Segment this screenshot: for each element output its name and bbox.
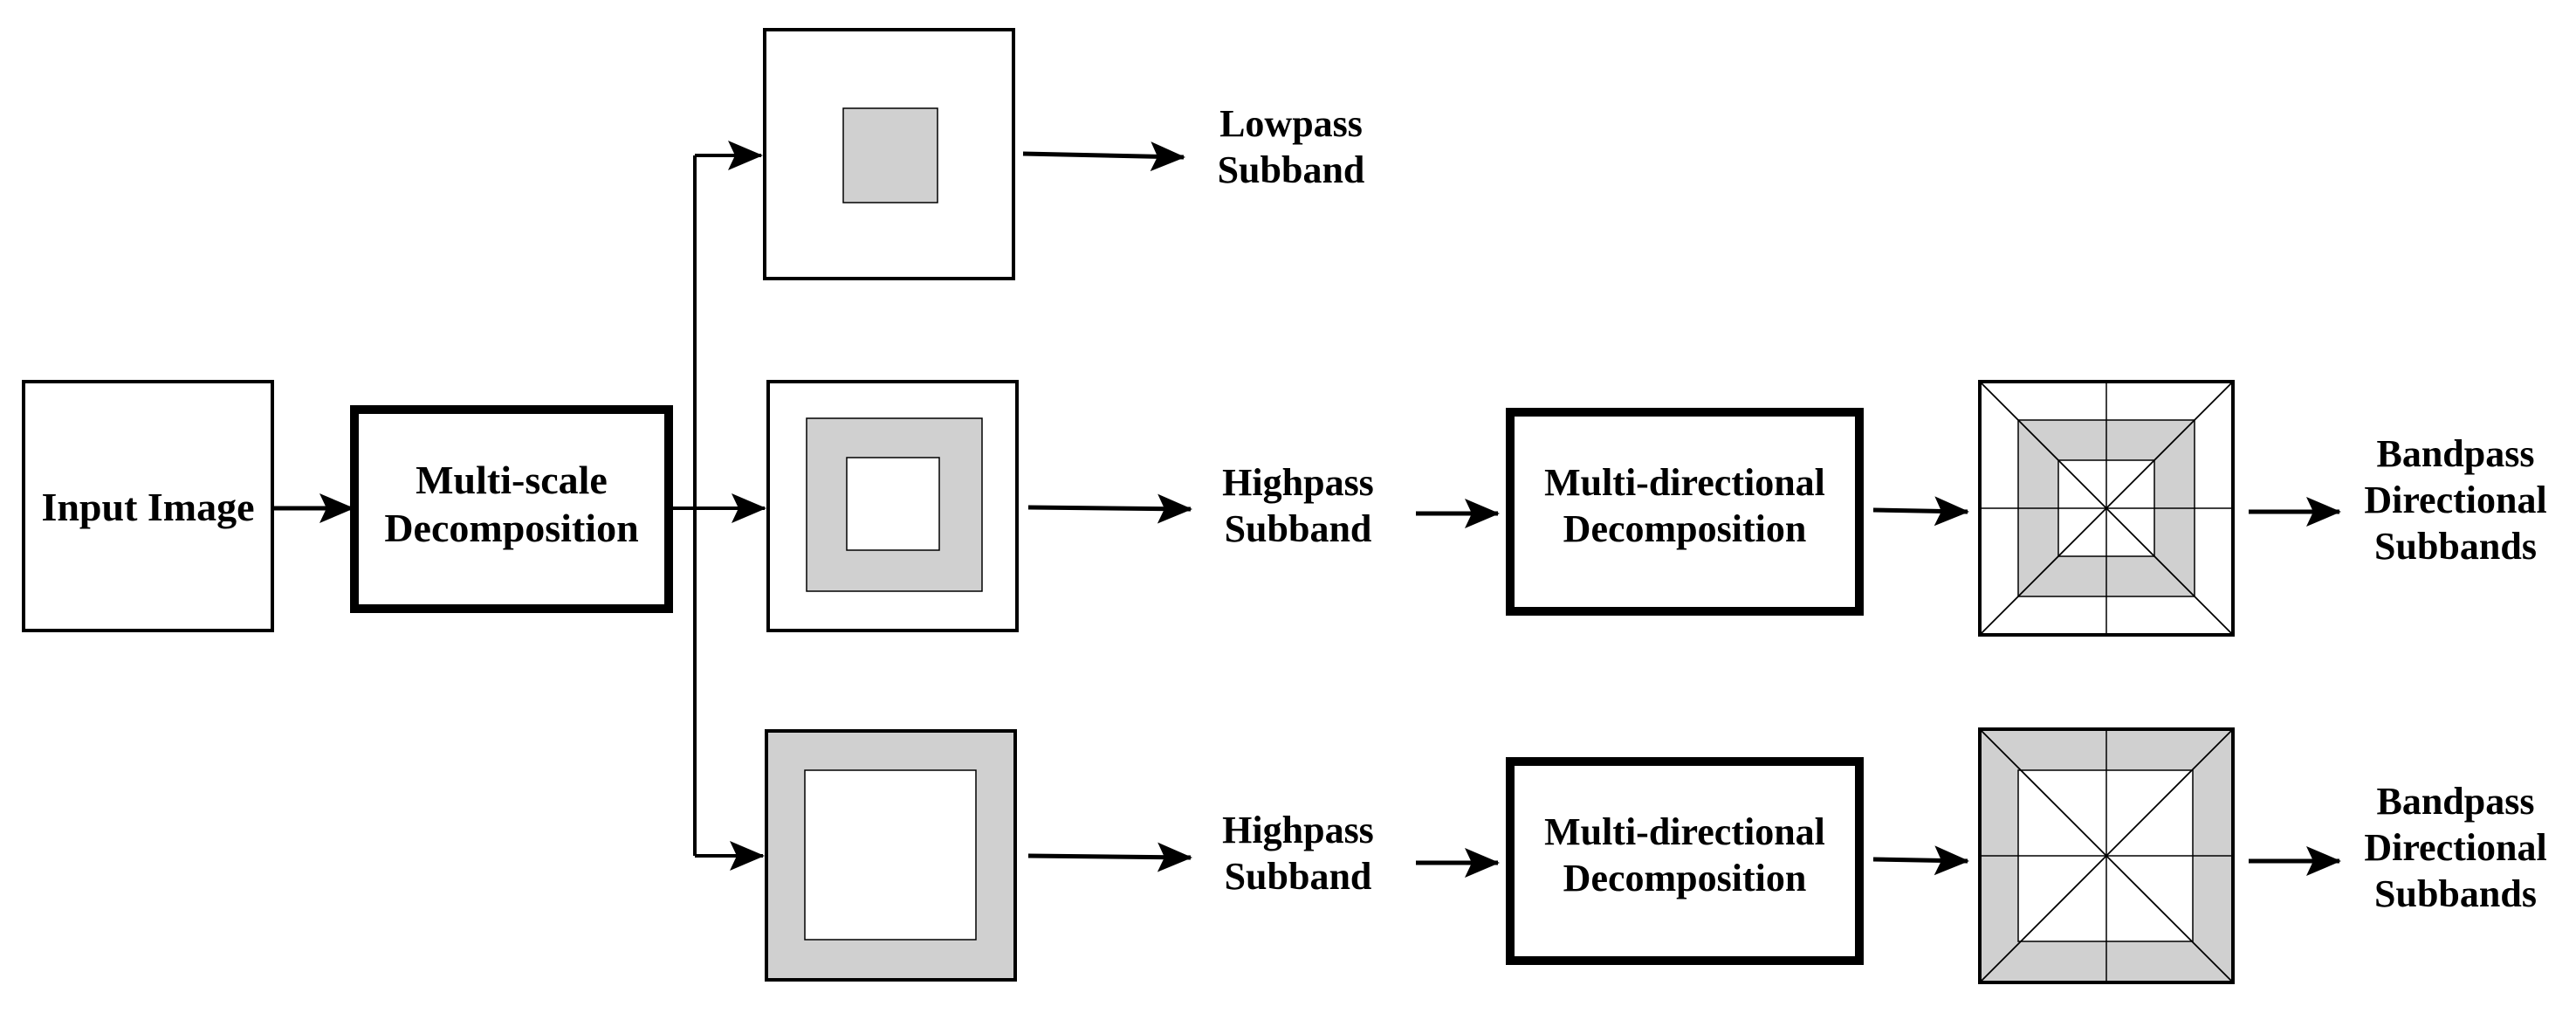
directional-box-2 <box>1978 727 2235 984</box>
multiscale-label: Multi-scale Decomposition <box>354 456 669 552</box>
multidir-label-1: Multi-directional Decomposition <box>1510 460 1859 553</box>
input-image-label: Input Image <box>24 483 272 531</box>
multidir-box-2 <box>1506 757 1864 965</box>
bandpass-label-2: Bandpass Directional Subbands <box>2346 779 2565 917</box>
multidir-1-line2: Decomposition <box>1563 507 1807 550</box>
arrow-multidir-1-to-directional <box>1872 496 1969 527</box>
bandpass-2-line3: Subbands <box>2374 872 2537 915</box>
multiscale-line1: Multi-scale <box>416 458 608 502</box>
directional-box-1 <box>1978 380 2235 637</box>
arrow-highpass-1-to-label <box>1027 493 1192 524</box>
highpass-1-line2: Subband <box>1224 507 1372 550</box>
arrow-highpass-2-to-label <box>1027 842 1192 872</box>
bandpass-1-line1: Bandpass <box>2376 432 2535 475</box>
multiscale-decomposition-box <box>350 405 673 613</box>
highpass-2-line2: Subband <box>1224 854 1372 898</box>
highpass-2-line1: Highpass <box>1222 809 1374 851</box>
bandpass-1-line2: Directional <box>2364 478 2547 521</box>
multidir-2-line1: Multi-directional <box>1544 810 1825 853</box>
lowpass-label: Lowpass Subband <box>1199 101 1383 194</box>
highpass-1-line1: Highpass <box>1222 461 1374 504</box>
multidir-box-1 <box>1506 408 1864 616</box>
highpass-label-2: Highpass Subband <box>1206 808 1390 900</box>
multidir-1-line1: Multi-directional <box>1544 461 1825 504</box>
highpass-label-1: Highpass Subband <box>1206 460 1390 553</box>
highpass-ring-1-hole <box>846 457 940 551</box>
input-image-box <box>22 380 274 632</box>
bandpass-1-line3: Subbands <box>2374 524 2537 568</box>
arrow-lowpass-to-label <box>1022 141 1185 172</box>
lowpass-line2: Subband <box>1217 148 1365 191</box>
lowpass-inner-square <box>842 107 938 203</box>
bandpass-2-line2: Directional <box>2364 825 2547 869</box>
arrow-multidir-2-to-directional <box>1872 845 1969 876</box>
bandpass-2-line1: Bandpass <box>2376 780 2535 823</box>
multidir-2-line2: Decomposition <box>1563 856 1807 899</box>
lowpass-line1: Lowpass <box>1219 102 1363 145</box>
multiscale-line2: Decomposition <box>384 506 639 551</box>
bandpass-label-1: Bandpass Directional Subbands <box>2346 431 2565 569</box>
highpass-box-2-hole <box>804 769 977 941</box>
input-image-text: Input Image <box>41 485 255 529</box>
multidir-label-2: Multi-directional Decomposition <box>1510 810 1859 902</box>
